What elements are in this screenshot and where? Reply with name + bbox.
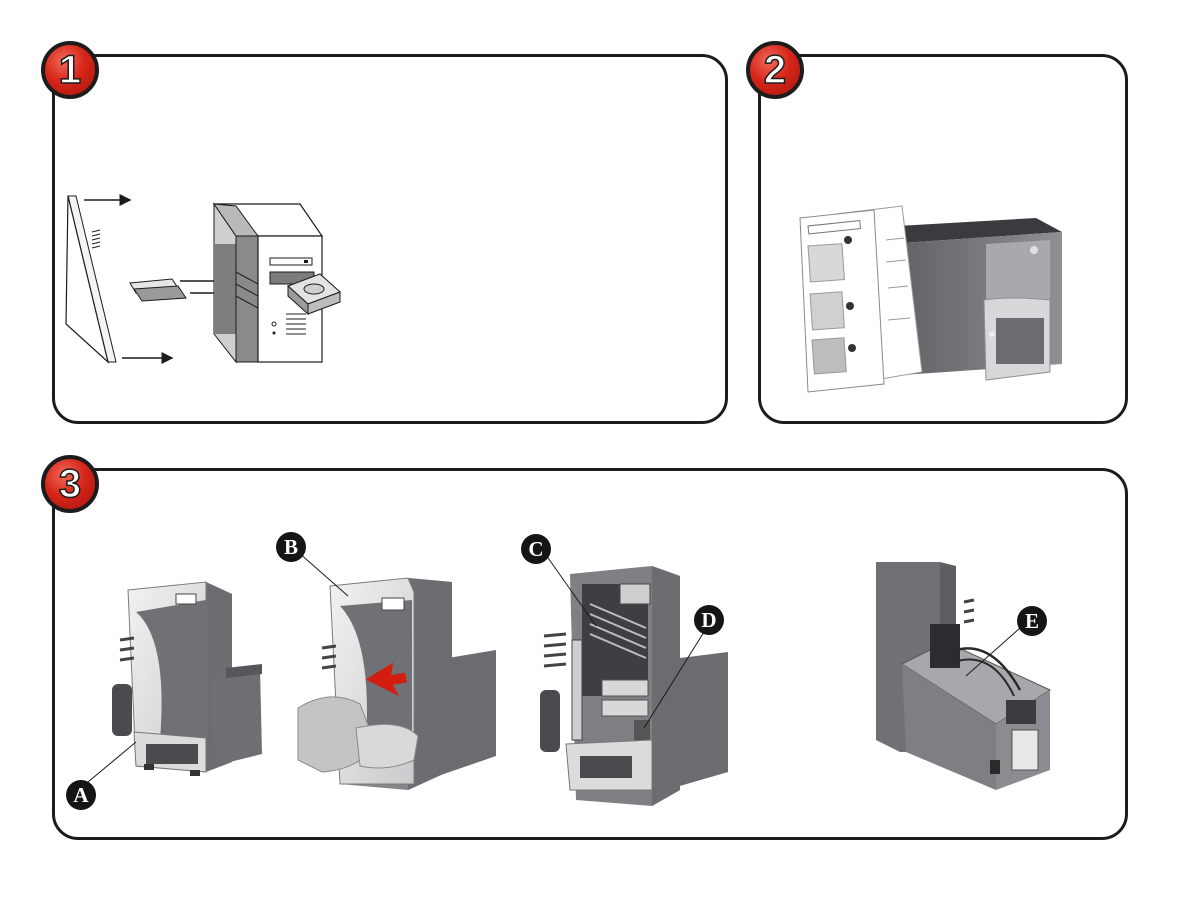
pci-card-icon (130, 279, 186, 301)
callout-c: C (521, 534, 551, 564)
callout-a-leader (88, 742, 136, 782)
step-1-badge: 1 (41, 41, 99, 99)
callout-b-leader (298, 552, 348, 596)
publisher-unit-a (112, 582, 262, 776)
side-panel-icon (66, 196, 116, 362)
callout-e: E (1017, 606, 1047, 636)
publisher-unit-e (876, 562, 1050, 790)
callout-a: A (66, 780, 96, 810)
step-3-badge: 3 (41, 455, 99, 513)
publisher-unit-b (298, 578, 496, 790)
manual-pages-icon (800, 206, 922, 392)
callout-b: B (276, 532, 306, 562)
step-2-badge: 2 (746, 41, 804, 99)
callout-d: D (694, 605, 724, 635)
publisher-unit-c (540, 566, 728, 806)
